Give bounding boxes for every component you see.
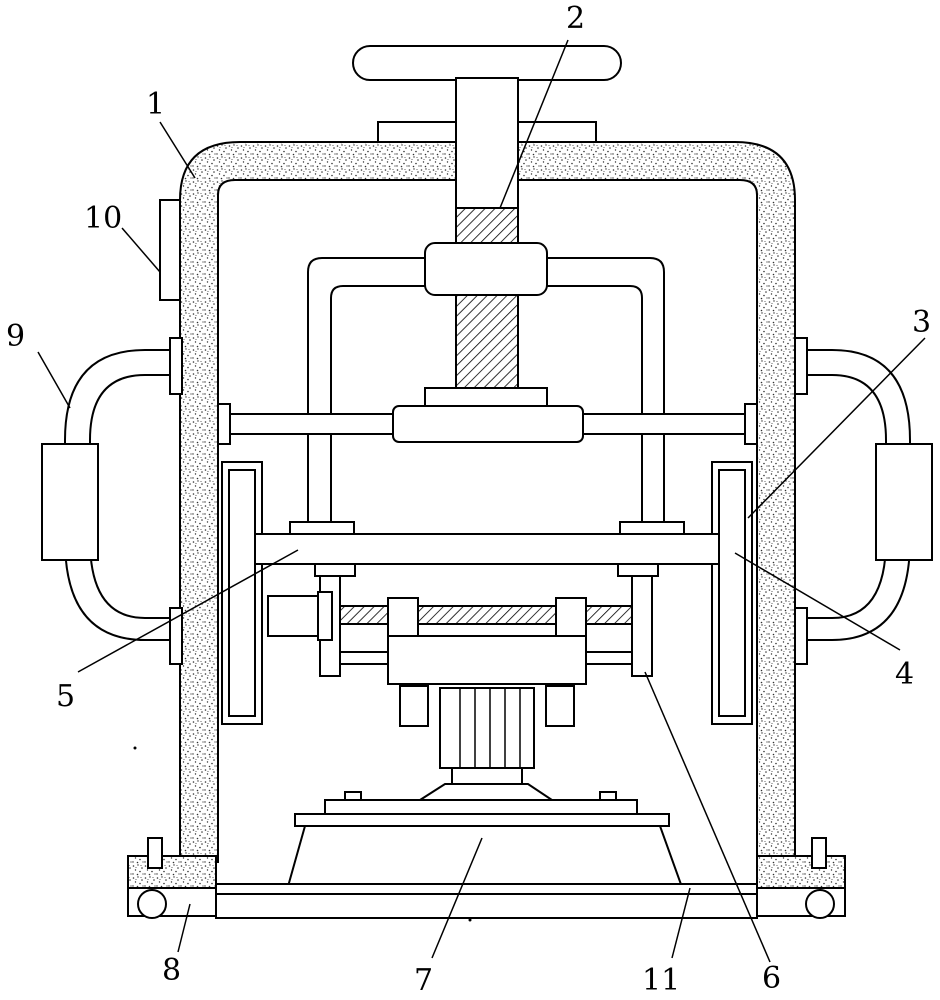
label-10: 10 (84, 201, 122, 236)
label-9: 9 (6, 319, 25, 354)
control-box (159, 199, 181, 301)
label-8: 8 (162, 953, 181, 988)
wheels (137, 837, 835, 919)
top-handle (352, 45, 622, 81)
callout-labels: 1 2 3 4 5 6 7 8 9 10 11 (6, 1, 931, 998)
label-6: 6 (762, 961, 781, 996)
label-1: 1 (146, 87, 165, 122)
leader-lines (37, 39, 926, 963)
base-plate (127, 855, 846, 919)
label-2: 2 (566, 1, 585, 36)
label-11: 11 (642, 963, 680, 998)
label-7: 7 (414, 963, 433, 998)
label-3: 3 (912, 305, 931, 340)
polishing-table (285, 791, 685, 891)
nut-block (424, 242, 548, 296)
motor (399, 685, 575, 801)
right-rail (711, 461, 753, 725)
screw-shaft (455, 77, 519, 389)
label-4: 4 (895, 657, 914, 692)
right-handle (794, 337, 933, 665)
cross-beam (254, 521, 720, 577)
dot-mark (133, 746, 137, 750)
dot-mark (468, 918, 472, 922)
left-handle (41, 337, 183, 665)
upper-guide-rod (217, 403, 758, 445)
label-5: 5 (56, 679, 75, 714)
left-rail (221, 461, 263, 725)
frame (179, 141, 796, 863)
lead-screw-assembly (267, 575, 653, 685)
top-plates (377, 121, 597, 145)
